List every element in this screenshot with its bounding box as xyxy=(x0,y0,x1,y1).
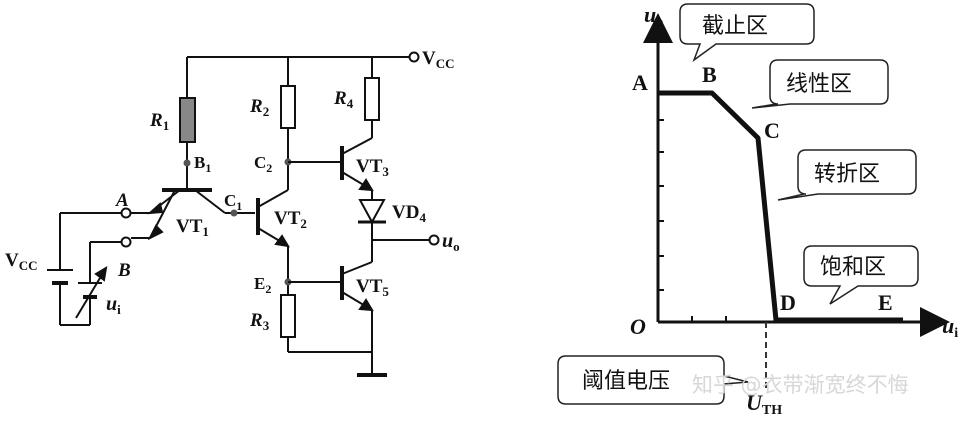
x-axis-label: ui xyxy=(942,313,958,341)
callout-cutoff-text: 截止区 xyxy=(702,14,768,39)
uo-label: uo xyxy=(442,230,460,254)
callout-linear: 线性区 xyxy=(751,59,889,109)
c1-label: C1 xyxy=(224,191,242,213)
vt2-label: VT2 xyxy=(274,208,307,231)
callout-threshold-text: 阈值电压 xyxy=(582,369,670,394)
input-a-label: A xyxy=(115,190,129,211)
input-a-terminal xyxy=(120,207,132,219)
circuit-schematic xyxy=(47,51,440,377)
r4-resistor xyxy=(364,77,380,121)
callout-transition-text: 转折区 xyxy=(814,162,880,187)
transfer-curve xyxy=(658,90,903,323)
callout-cutoff: 截止区 xyxy=(679,3,815,63)
point-b-label: B xyxy=(702,62,717,87)
callout-threshold: 阈值电压 xyxy=(557,355,749,405)
callout-linear-text: 线性区 xyxy=(786,72,852,97)
vt1-label: VT1 xyxy=(176,216,209,239)
r1-resistor xyxy=(179,97,196,143)
b1-label: B1 xyxy=(194,153,211,175)
b1-node xyxy=(183,159,191,167)
r4-label: R4 xyxy=(333,88,354,111)
c2-label: C2 xyxy=(254,153,272,175)
circuit-labels: VCC VCC R1 R2 R3 R4 B1 C1 C2 E2 VT1 VT2 … xyxy=(5,48,460,333)
vd4-label: VD4 xyxy=(392,202,426,225)
r3-label: R3 xyxy=(249,310,270,333)
x-ticks xyxy=(691,316,727,322)
r2-resistor xyxy=(280,85,296,129)
callout-saturation: 饱和区 xyxy=(803,245,919,305)
point-e-label: E xyxy=(878,290,893,315)
vcc-top-label: VCC xyxy=(422,48,455,71)
r1-label: R1 xyxy=(149,110,169,133)
input-b-label: B xyxy=(117,260,131,281)
y-axis-label: uo xyxy=(644,2,663,30)
watermark: 知乎 @衣带渐宽终不悔 xyxy=(692,373,909,397)
y-ticks xyxy=(658,119,664,291)
ui-label: ui xyxy=(106,293,121,317)
vcc-left-label: VCC xyxy=(5,250,38,273)
threshold-label: UTH xyxy=(746,390,782,418)
r3-resistor xyxy=(280,294,296,338)
transfer-graph: A B C D E O uo ui UTH 截止区 线性区 转折区 饱和区 阈值… xyxy=(557,2,958,418)
vcc-terminal xyxy=(408,51,420,63)
callout-saturation-text: 饱和区 xyxy=(820,255,886,280)
vd4-diode xyxy=(358,199,386,225)
e2-label: E2 xyxy=(254,274,271,296)
r2-label: R2 xyxy=(249,96,269,119)
uo-terminal xyxy=(428,234,440,246)
callout-transition: 转折区 xyxy=(777,149,917,201)
input-b-terminal xyxy=(120,236,132,248)
point-a-label: A xyxy=(632,70,648,95)
origin-label: O xyxy=(630,314,646,339)
c1-node xyxy=(230,209,238,217)
vt5-label: VT5 xyxy=(356,276,389,299)
vt3-label: VT3 xyxy=(356,156,389,179)
point-d-label: D xyxy=(780,290,796,315)
point-c-label: C xyxy=(764,118,780,143)
